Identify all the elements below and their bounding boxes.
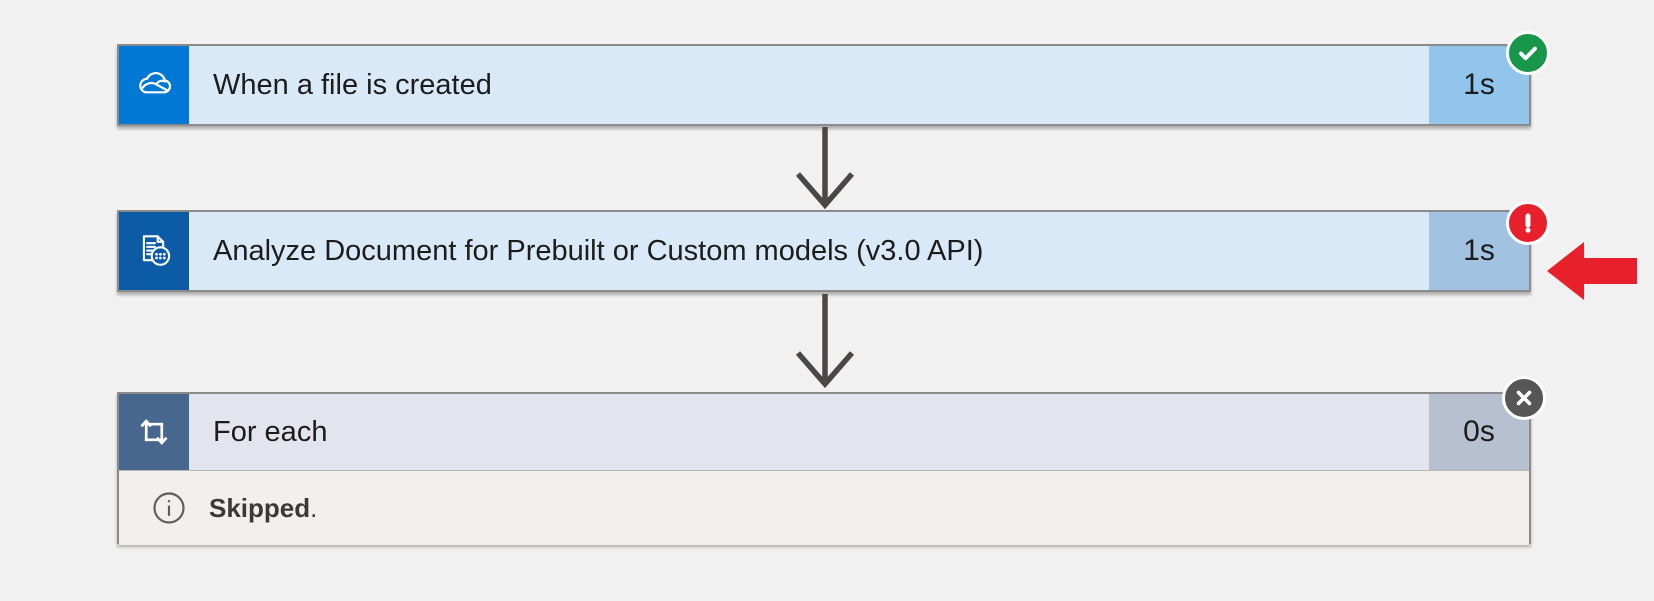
- info-icon: [151, 490, 187, 526]
- scope-card-for-each[interactable]: For each 0s Skipped.: [117, 392, 1531, 545]
- action-card-analyze-document[interactable]: Analyze Document for Prebuilt or Custom …: [117, 210, 1531, 292]
- status-message-punctuation: .: [310, 492, 318, 523]
- card-title: When a file is created: [189, 46, 1429, 124]
- error-exclamation-icon: [1506, 201, 1550, 245]
- connector-arrow-down: [780, 127, 870, 209]
- card-title: For each: [189, 394, 1429, 470]
- onedrive-icon: [119, 46, 189, 124]
- status-message: Skipped.: [209, 493, 317, 524]
- cancelled-x-icon: [1502, 376, 1546, 420]
- card-title: Analyze Document for Prebuilt or Custom …: [189, 212, 1429, 290]
- for-each-loop-icon: [119, 394, 189, 470]
- connector-arrow-down: [780, 294, 870, 390]
- success-check-icon: [1506, 31, 1550, 75]
- status-message-keyword: Skipped: [209, 492, 311, 523]
- analyze-document-icon: [119, 212, 189, 290]
- red-pointer-arrow: [1544, 239, 1640, 303]
- trigger-card-when-a-file-is-created[interactable]: When a file is created 1s: [117, 44, 1531, 126]
- status-message-row: Skipped.: [119, 470, 1529, 545]
